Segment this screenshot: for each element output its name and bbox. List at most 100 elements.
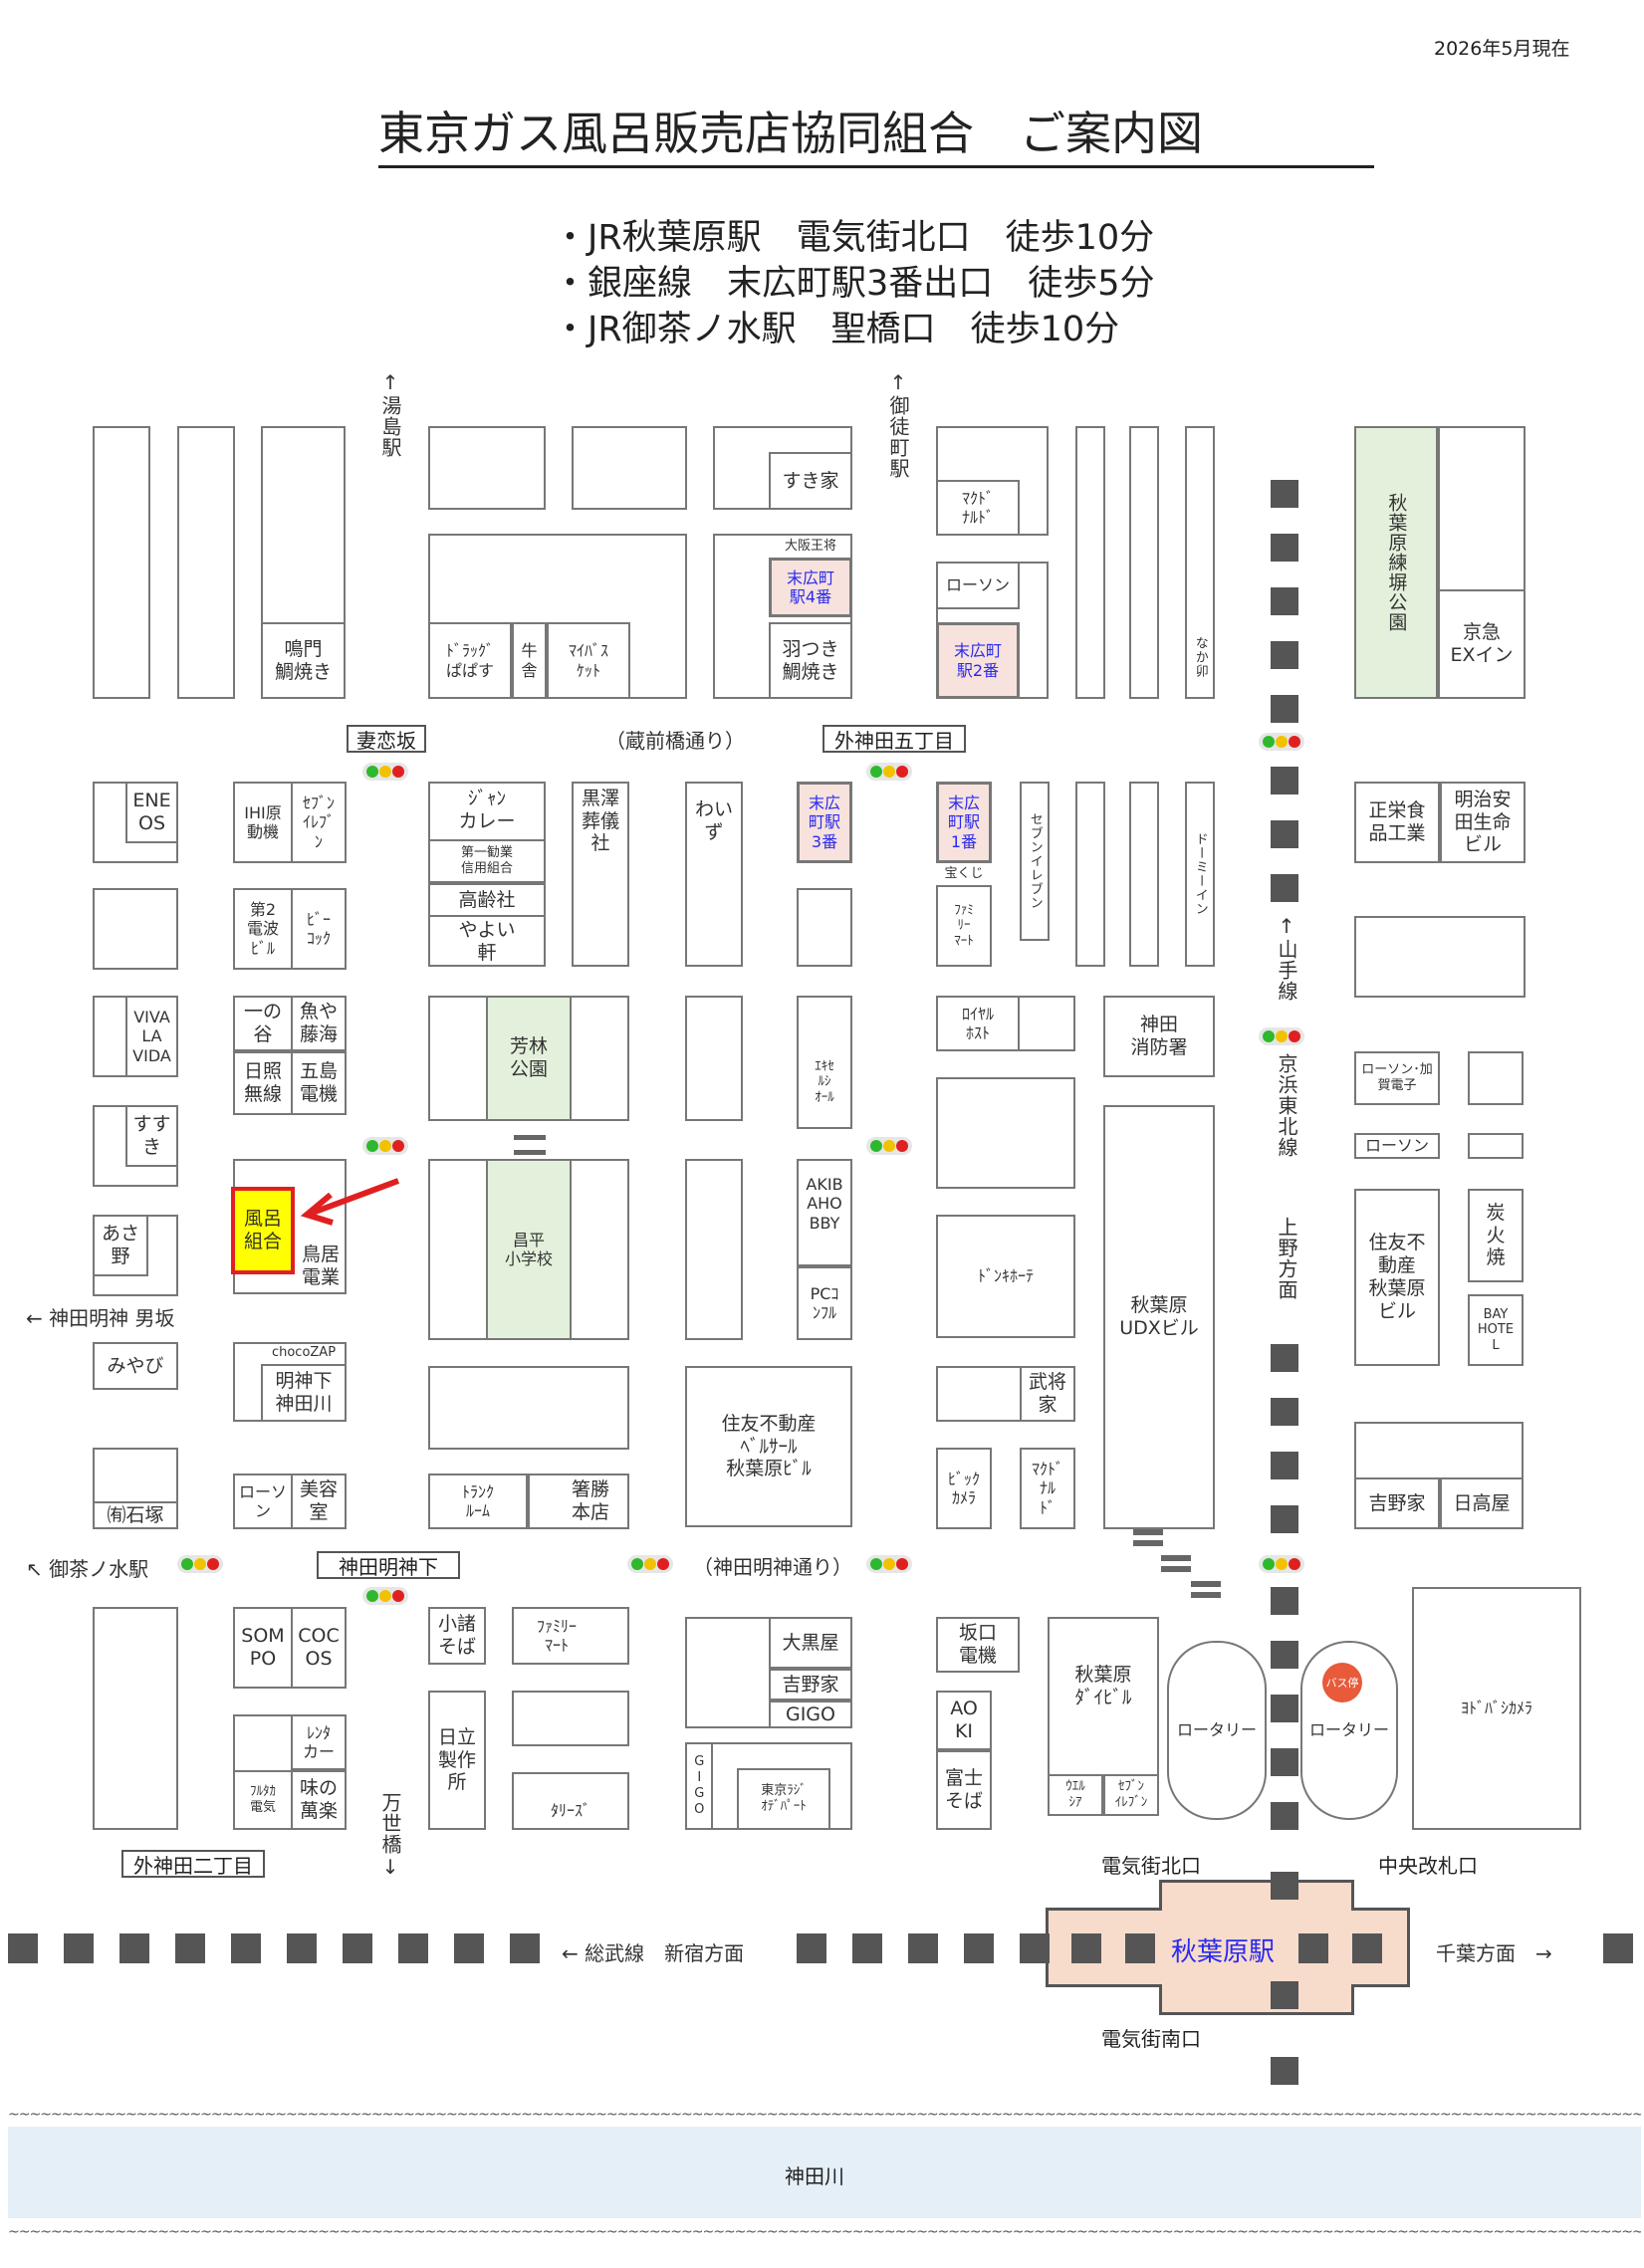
block [177,426,235,699]
koreisha-label: 高齢社 [458,888,516,911]
ishizuka-inner [93,1501,178,1529]
sompo-label: SOM PO [241,1625,285,1670]
pc-conful [797,1266,852,1340]
eneos-inner [125,782,178,843]
block [93,888,178,970]
suehirocho-exit2 [936,622,1020,699]
crosswalk [1161,1555,1191,1577]
rail-icon [1071,1933,1101,1963]
lawson-kaga-label: ローソン･加 賀電子 [1361,1062,1433,1093]
lawson-3-label: ローソ ン [238,1481,287,1520]
beacock-label: ﾋﾞｰ ｺｯｸ [306,909,331,948]
block [685,996,743,1121]
yoshinoya-2 [769,1669,852,1701]
traffic-signal-icon [362,763,408,781]
yoshinoya-1-label: 吉野家 [1368,1491,1426,1514]
sotokanda5-tag: 外神田五丁目 [822,725,966,753]
rail-icon [1271,695,1298,723]
okachimachi-direction: ↑御徒町駅 [886,370,910,479]
hitachi-label: 日立 製作 所 [437,1725,476,1794]
traffic-signal-icon [866,1555,912,1573]
traffic-signal-icon [1259,1555,1304,1573]
block [428,1366,629,1450]
station-central-exit: 中央改札口 [1378,1854,1478,1878]
rail-icon [1271,1641,1298,1669]
exe-lucy-all [797,996,852,1129]
aoki-label: AO KI [950,1698,978,1742]
gigo-vertical [685,1742,713,1830]
rail-icon [1352,1933,1382,1963]
drug-papasu-label: ﾄﾞﾗｯｸﾞ ぱぱす [445,641,494,680]
hidakaya-label: 日高屋 [1453,1491,1511,1514]
traffic-signal-icon [866,1137,912,1155]
block [1129,426,1159,699]
block [1468,1051,1524,1105]
yodobashi-camera-label: ﾖﾄﾞﾊﾞｼｶﾒﾗ [1460,1699,1532,1718]
rotary-west-label: ロータリー [1176,1720,1257,1740]
biyoshitsu [291,1474,347,1529]
arrow-icon [300,1178,400,1226]
rail-icon [797,1933,826,1963]
yushima-direction: ↑湯島駅 [378,370,402,458]
gyusha [512,622,547,699]
daibiru-label: 秋葉原 ﾀﾞｲﾋﾞﾙ [1074,1664,1132,1708]
suehirocho-exit2-label: 末広町 駅2番 [953,641,1002,680]
hitachi [428,1691,486,1830]
block [512,1691,629,1746]
block [93,1607,178,1830]
lawson-3 [233,1474,293,1529]
rail-icon [852,1933,882,1963]
royal-host-label: ﾛｲﾔﾙ ﾎｽﾄ [961,1004,994,1042]
sobu-line-label: ← 総武線 新宿方面 [562,1941,745,1965]
gigo [769,1701,852,1728]
furo-kumiai-label: 風呂 組合 [243,1208,282,1252]
sakaguchi-denki-label: 坂口 電機 [958,1622,997,1667]
sumitomo-akihabara [1354,1189,1440,1366]
sumitomo-bellesalle [685,1366,852,1527]
keikyu-exinn-label: 京急 EXイン [1450,621,1514,666]
block [936,1077,1075,1189]
ajino-manraku [291,1770,347,1830]
block [797,888,852,967]
access-line-2: ・銀座線 末広町駅3番出口 徒歩5分 [553,264,1155,304]
miyabi-label: みやび [107,1354,164,1377]
station-north-exit: 電気街北口 [1101,1854,1201,1878]
kanda-river-label: 神田川 [785,2164,844,2188]
rail-icon [398,1933,428,1963]
rail-icon [64,1933,94,1963]
traffic-signal-icon [177,1555,223,1573]
pc-conful-label: PCｺ ﾝﾌﾙ [810,1283,839,1322]
block [685,1159,743,1340]
rail-icon [1298,1933,1328,1963]
welcia [1048,1774,1103,1816]
block [685,782,743,967]
ajino-manraku-label: 味の 萬楽 [299,1777,338,1822]
eneos-label: ENE OS [132,790,171,834]
ihi [233,782,293,863]
kurosawa-label: 黒澤 葬儀 社 [581,787,619,855]
sukiya-label: すき家 [782,469,839,492]
nakau-label: なか卯 [1192,636,1208,678]
famima-1-label: ﾌｧﾐ ﾘｰ ﾏｰﾄ [954,902,974,949]
neribei-park [1354,426,1438,699]
tokyo-radio [737,1768,830,1830]
exe-lucy-all-label: ｴｷｾ ﾙｼ ｵｰﾙ [815,1058,834,1105]
takarakuji-label: 宝くじ [944,866,984,882]
tullys-label: ﾀﾘｰｽﾞ [550,1801,590,1821]
sakaguchi-denki [936,1617,1020,1673]
daikokuya-label: 大黒屋 [782,1631,839,1654]
cocos-label: COC OS [298,1625,340,1670]
suehirocho-exit1 [936,782,992,863]
kanda-river [8,2127,1641,2218]
crosswalk [514,1135,546,1155]
viva-la-vida-label: VIVA LA VIDA [132,1008,171,1065]
asano [93,1215,148,1276]
suehirocho-exit3-label: 末広 町駅 3番 [808,794,840,851]
fire-station-label: 神田 消防署 [1130,1014,1188,1058]
bic-camera-label: ﾋﾞｯｸ ｶﾒﾗ [947,1469,980,1507]
trunk-room [428,1474,528,1529]
famima-1 [936,885,992,967]
lawson-2 [1354,1133,1440,1159]
viva-la-vida [125,996,178,1077]
furo-kumiai[interactable] [231,1187,295,1274]
